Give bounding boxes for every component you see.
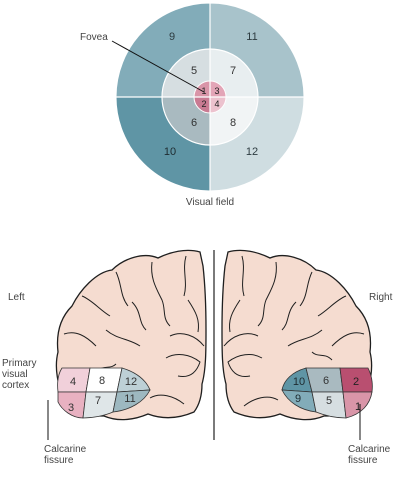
right-region-number: 9 [295, 393, 301, 405]
field-sector-8 [210, 97, 258, 145]
primary-label-line: Primary [2, 358, 37, 369]
field-number: 12 [246, 146, 258, 158]
left-region-number: 7 [95, 395, 101, 407]
right-hemisphere: 10 6 2 9 5 1 [221, 249, 373, 440]
right-visual-cortex: 10 6 2 9 5 1 [281, 367, 373, 419]
field-number: 7 [230, 65, 236, 77]
field-sector-5 [162, 49, 210, 97]
field-number: 9 [169, 31, 175, 43]
field-number: 11 [246, 31, 257, 43]
left-region-number: 8 [99, 375, 105, 387]
calcarine-label-line: fissure [44, 455, 74, 466]
field-center-2 [194, 97, 210, 113]
primary-visual-cortex-label: Primary visual cortex [2, 358, 36, 391]
field-center-4 [210, 97, 226, 113]
calcarine-label-line: fissure [348, 455, 378, 466]
right-calcarine-fissure-label: Calcarine fissure [348, 444, 390, 466]
field-center-1 [194, 81, 210, 97]
field-number: 5 [191, 65, 197, 77]
left-hemisphere: 4 8 12 3 7 11 [47, 249, 207, 440]
left-visual-cortex: 4 8 12 3 7 11 [57, 367, 151, 419]
field-center-3 [210, 81, 226, 97]
calcarine-label-line: Calcarine [44, 444, 87, 455]
field-sector-7 [210, 49, 258, 97]
right-region-number: 1 [355, 401, 361, 413]
left-region-11 [112, 389, 151, 413]
right-region-number: 2 [353, 376, 359, 388]
left-region-number: 12 [125, 376, 137, 388]
visual-field-caption: Visual field [185, 197, 235, 208]
field-number: 1 [201, 86, 206, 96]
fovea-pointer-line [111, 40, 205, 93]
field-number: 10 [164, 146, 176, 158]
left-hemisphere-label: Left [8, 292, 25, 303]
field-number: 8 [230, 117, 236, 129]
primary-label-line: visual [2, 369, 28, 380]
field-sector-6 [162, 97, 210, 145]
right-hemisphere-label: Right [369, 292, 393, 303]
field-number: 6 [191, 117, 197, 129]
visual-field-diagram: 9 11 10 12 5 7 6 8 1 3 2 4 [111, 2, 305, 192]
field-number: 4 [214, 99, 219, 109]
left-region-number: 3 [68, 402, 74, 414]
primary-label-line: cortex [2, 380, 30, 391]
field-number: 3 [214, 86, 219, 96]
right-region-number: 10 [293, 376, 305, 388]
left-region-number: 11 [124, 393, 135, 405]
right-region-1 [342, 391, 373, 419]
left-calcarine-fissure-label: Calcarine fissure [44, 444, 86, 466]
left-region-number: 4 [70, 376, 76, 388]
calcarine-label-line: Calcarine [348, 444, 391, 455]
right-region-number: 6 [323, 375, 329, 387]
right-region-number: 5 [326, 395, 332, 407]
field-number: 2 [201, 99, 206, 109]
fovea-label: Fovea [80, 32, 108, 43]
